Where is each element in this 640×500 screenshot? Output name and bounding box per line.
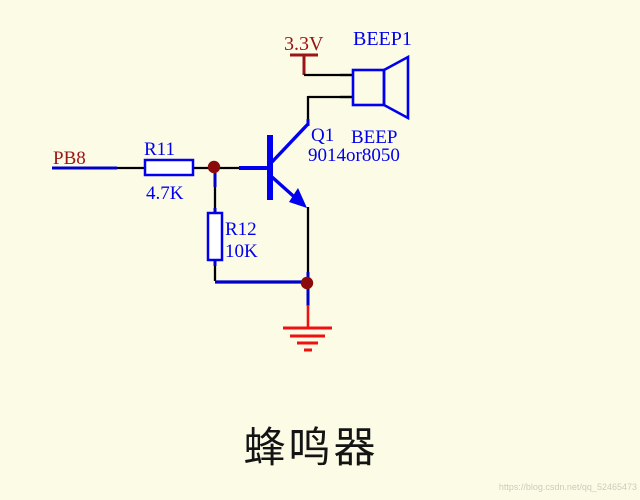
resistor-r11-body xyxy=(143,158,195,177)
resistor-r12-body xyxy=(206,211,224,262)
speaker-icon xyxy=(340,54,410,121)
junction-dot-base xyxy=(207,160,221,174)
transistor-part-label: 9014or8050 xyxy=(308,145,400,166)
r12-ref-label: R12 xyxy=(225,219,257,240)
r12-value-label: 10K xyxy=(225,241,258,262)
port-label: PB8 xyxy=(53,148,86,169)
base-bar xyxy=(267,135,273,200)
watermark-url: https://blog.csdn.net/qq_52465473 xyxy=(498,482,637,492)
power-rail-icon xyxy=(290,53,318,75)
speaker-body xyxy=(351,68,386,107)
emitter-arrow-icon xyxy=(289,188,307,208)
speaker-horn xyxy=(382,54,410,121)
transistor-ref-label: Q1 xyxy=(311,125,334,146)
collector-lead xyxy=(270,122,310,164)
transistor-q1-symbol xyxy=(239,119,310,208)
r11-value-label: 4.7K xyxy=(146,183,184,204)
ground-icon xyxy=(283,305,332,352)
junction-dot-emitter xyxy=(300,276,314,290)
speaker-name-label: BEEP xyxy=(351,127,397,148)
r11-ref-label: R11 xyxy=(144,139,175,160)
speaker-ref-label: BEEP1 xyxy=(353,28,412,50)
power-label: 3.3V xyxy=(284,33,324,55)
diagram-title: 蜂鸣器 xyxy=(243,426,379,472)
